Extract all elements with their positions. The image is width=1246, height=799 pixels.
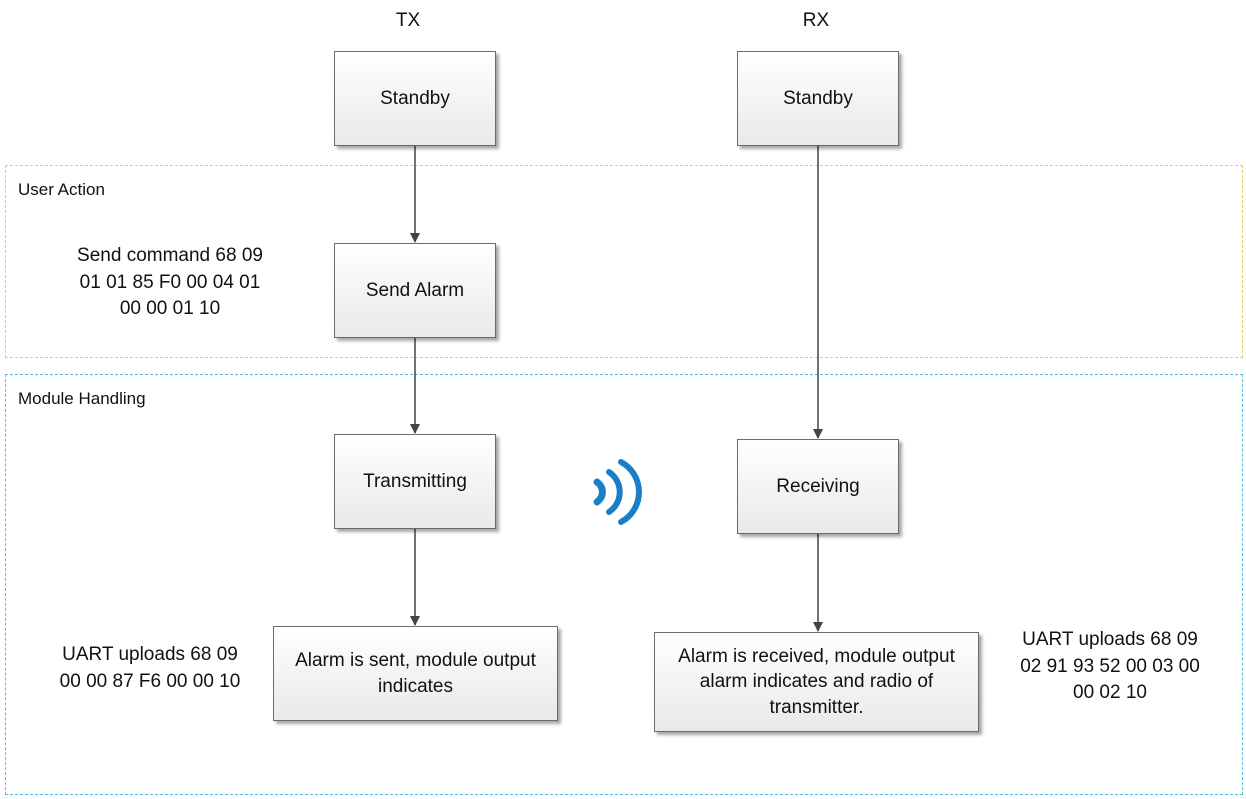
- rx-column-title: RX: [802, 10, 830, 31]
- tx-standby-box: Standby: [334, 51, 496, 146]
- receiving-box: Receiving: [737, 439, 899, 534]
- rx-uart-note: UART uploads 68 09 02 91 93 52 00 03 00 …: [1020, 629, 1200, 704]
- user-action-label: User Action: [18, 180, 105, 199]
- alarm-sent-box: Alarm is sent, module output indicates: [273, 626, 558, 721]
- user-action-region: User Action: [5, 165, 1243, 358]
- rx-standby-box: Standby: [737, 51, 899, 146]
- tx-uart-note: UART uploads 68 09 00 00 87 F6 00 00 10: [59, 644, 241, 692]
- module-handling-region: Module Handling: [5, 374, 1243, 795]
- transmitting-box: Transmitting: [334, 434, 496, 529]
- send-command-note: Send command 68 09 01 01 85 F0 00 04 01 …: [77, 245, 263, 320]
- alarm-received-box: Alarm is received, module output alarm i…: [654, 632, 979, 732]
- tx-column-title: TX: [395, 10, 421, 31]
- module-handling-label: Module Handling: [18, 389, 146, 408]
- send-alarm-box: Send Alarm: [334, 243, 496, 338]
- wireless-signal-icon: [593, 459, 642, 525]
